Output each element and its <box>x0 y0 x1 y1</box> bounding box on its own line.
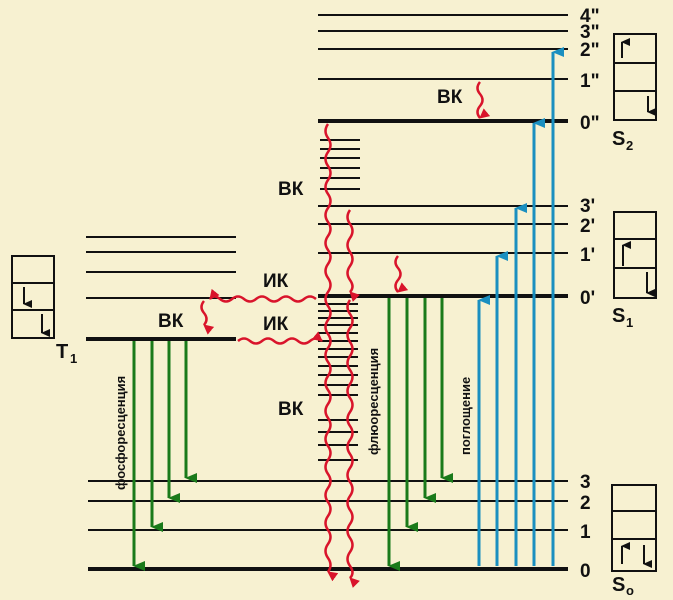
s0-spin-box <box>611 484 657 572</box>
s0-label-3: 3 <box>580 472 591 493</box>
t1-levels <box>86 236 236 341</box>
fluorescence-arrows <box>387 298 453 571</box>
t1-spin-box <box>11 255 55 339</box>
vk-label-cascade-bottom: ВК <box>278 399 304 420</box>
vk-t1-1-to-0 <box>200 300 215 335</box>
vk-label-cascade-top: ВК <box>278 179 304 200</box>
ik-t1-to-s0 <box>237 331 323 345</box>
s2-label-3: 3" <box>580 22 600 43</box>
ik-label-top: ИК <box>263 271 289 292</box>
s2-label-0: 0" <box>580 113 600 134</box>
vk-s1-3-to-0 <box>346 209 360 302</box>
vk-label-t1: ВК <box>158 311 184 332</box>
s2-state-sub: 2 <box>626 138 633 153</box>
vk-label-s2: ВК <box>437 87 463 108</box>
s1-state-name: S <box>612 305 625 327</box>
s1-spin-box <box>613 211 657 299</box>
s0-label-1: 1 <box>580 522 591 543</box>
s1-level-labels: 0' 1' 2' 3' <box>580 196 595 309</box>
phosphorescence-label: фосфоресценция <box>113 376 128 490</box>
phosphorescence-arrows <box>132 341 197 571</box>
s2-state-name: S <box>612 128 625 150</box>
s1-levels <box>318 205 568 298</box>
vk-cascade-s2-s0 <box>324 123 339 582</box>
s0-label-0: 0 <box>580 561 591 582</box>
s2-dense-sublevels <box>320 139 360 190</box>
s0-state-name: S <box>612 574 625 596</box>
s2-label-2: 2" <box>580 40 600 61</box>
t1-state-name: T <box>56 341 68 363</box>
s1-label-3: 3' <box>580 196 595 217</box>
ik-label-bottom: ИК <box>263 314 289 335</box>
t1-state-sub: 1 <box>70 351 77 366</box>
s1-label-0: 0' <box>580 288 595 309</box>
absorption-arrows <box>477 47 564 566</box>
s0-state-sub: o <box>626 583 634 598</box>
s1-state-sub: 1 <box>626 315 633 330</box>
s2-label-1: 1" <box>580 71 600 92</box>
fluorescence-label: флюоресценция <box>366 348 381 455</box>
vk-s1-1-to-0 <box>394 255 409 293</box>
ik-s1-to-t1 <box>209 288 317 303</box>
vk-s2-1-to-0 <box>476 81 491 119</box>
s1-label-1: 1' <box>580 245 595 266</box>
s0-level-labels: 0 1 2 3 <box>580 472 591 582</box>
s1-label-2: 2' <box>580 216 595 237</box>
s0-label-2: 2 <box>580 493 591 514</box>
s2-levels <box>318 14 568 123</box>
nonradiative-transitions <box>200 81 491 588</box>
absorption-label: поглощение <box>458 377 473 455</box>
ic-s1-to-s0 <box>346 299 360 588</box>
s2-level-labels: 0" 1" 2" 3" 4" <box>580 6 600 134</box>
s2-label-4: 4" <box>580 6 600 27</box>
s2-spin-box <box>613 33 657 121</box>
